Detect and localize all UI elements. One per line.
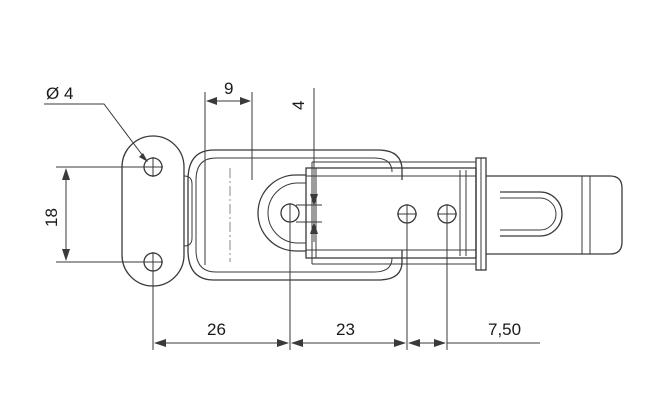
latch-body xyxy=(187,149,403,281)
hook-hole xyxy=(280,203,300,223)
dim-hook-to-lever-hole: 23 xyxy=(291,320,406,347)
dim-base-to-hook: 26 xyxy=(154,320,289,347)
dim-hole-spacing-label: 18 xyxy=(42,208,61,227)
handle xyxy=(486,175,623,255)
dim-hole-diameter-label: Ø 4 xyxy=(46,84,73,103)
dim-hook-gap-label: 4 xyxy=(289,101,308,110)
lever-hole-left xyxy=(397,204,417,224)
mounting-hole-top xyxy=(143,157,163,177)
lever-hole-right xyxy=(437,204,457,224)
dim-base-to-hook-label: 26 xyxy=(207,320,226,339)
lever-flange xyxy=(475,157,487,271)
dim-lever-hole-spacing: 7,50 xyxy=(408,320,521,347)
dim-hook-to-lever-hole-label: 23 xyxy=(336,320,355,339)
dim-bottom-extensions xyxy=(152,223,540,350)
dim-lever-hole-spacing-label: 7,50 xyxy=(488,320,521,339)
lever-arm xyxy=(305,161,477,265)
dim-hook-gap: 4 xyxy=(289,88,322,242)
dim-hook-width-label: 9 xyxy=(224,79,233,98)
dim-hole-diameter: Ø 4 xyxy=(44,84,148,162)
hook xyxy=(257,174,306,252)
dim-hole-spacing: 18 xyxy=(42,166,143,263)
dim-hook-width: 9 xyxy=(204,79,253,165)
mounting-hole-bottom xyxy=(143,252,163,272)
